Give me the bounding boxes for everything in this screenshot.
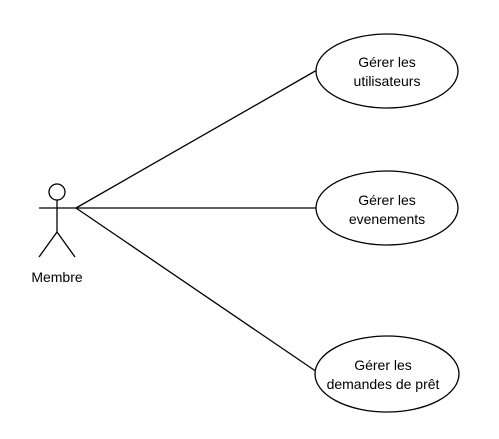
use-case-label-line2: evenements [349, 211, 425, 227]
associations [75, 69, 318, 373]
use-case-label-line2: utilisateurs [354, 73, 421, 89]
actor-left-leg [38, 231, 58, 258]
use-case-ellipse [315, 170, 459, 246]
use-case-gerer-evenements[interactable]: Gérer les evenements [315, 170, 459, 246]
use-case-label-line2: demandes de prêt [327, 376, 440, 392]
use-case-gerer-utilisateurs[interactable]: Gérer les utilisateurs [315, 33, 459, 109]
use-case-gerer-demandes-de-pret[interactable]: Gérer les demandes de prêt [314, 335, 460, 413]
use-case-label-line1: Gérer les [358, 192, 416, 208]
use-case-ellipse [315, 33, 459, 109]
actor-right-leg [56, 231, 76, 258]
association-utilisateurs [75, 69, 318, 209]
actor-label: Membre [31, 269, 83, 285]
use-case-ellipse [314, 335, 460, 413]
use-case-label-line1: Gérer les [358, 54, 416, 70]
actor-head [48, 183, 66, 201]
actor-membre[interactable]: Membre [31, 183, 83, 285]
use-case-label-line1: Gérer les [354, 357, 412, 373]
association-demandes-de-pret [75, 207, 318, 373]
